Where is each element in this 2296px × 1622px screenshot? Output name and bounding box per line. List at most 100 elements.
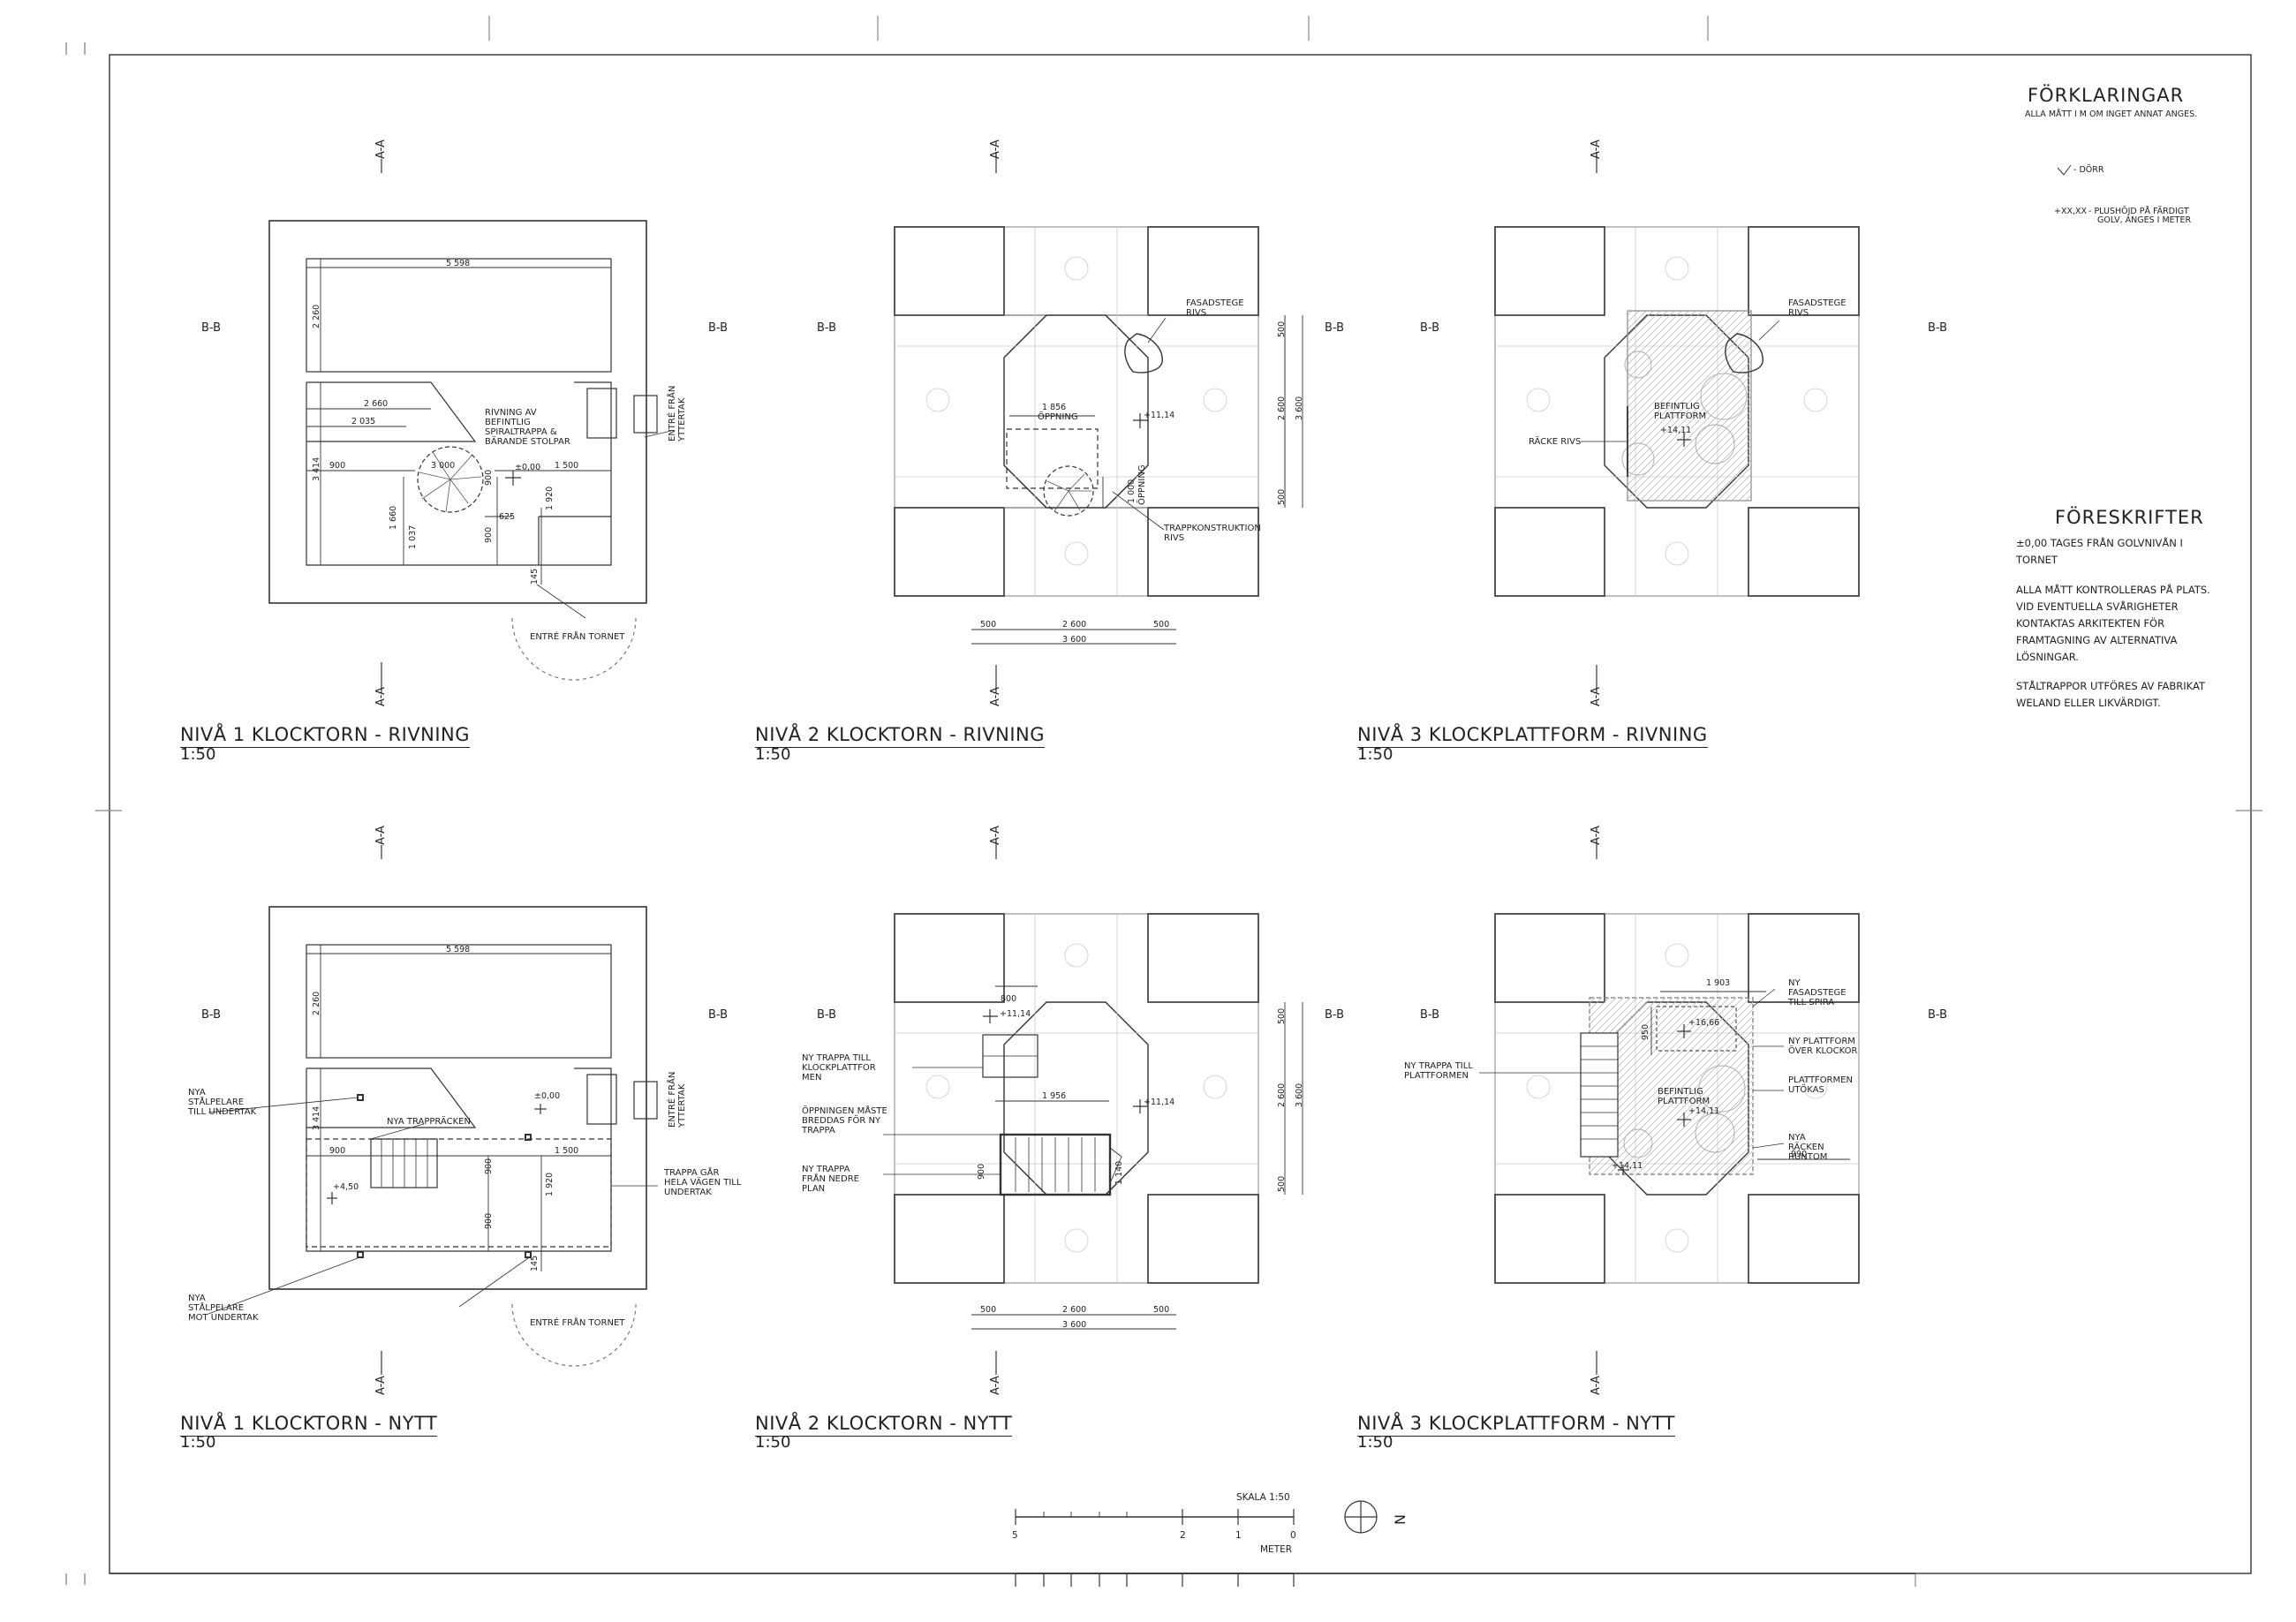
- section-mark-b: B-B: [1420, 321, 1440, 335]
- dimension: 800: [1001, 994, 1017, 1004]
- plan-scale-1: 1:50: [180, 745, 216, 764]
- dimension: 3 414: [312, 456, 321, 481]
- door-symbol-icon: [2057, 164, 2072, 176]
- label-new-railings: NYA RÄCKEN RUNTOM: [1788, 1133, 1828, 1162]
- dimension: 2 260: [312, 304, 321, 328]
- section-mark-a: A-A: [1590, 140, 1603, 159]
- label-new-stair-platform: NY TRAPPA TILL KLOCKPLATTFOR MEN: [802, 1053, 876, 1083]
- label-platform-extended: PLATTFORMEN UTÖKAS: [1788, 1075, 1853, 1095]
- dimension: 1 920: [545, 1172, 555, 1196]
- scale-label: SKALA 1:50: [1236, 1492, 1290, 1503]
- plan-scale-3: 1:50: [1357, 745, 1393, 764]
- plan-scale-4: 1:50: [180, 1433, 216, 1452]
- dimension: 900: [329, 461, 346, 471]
- label-new-stair-lower: NY TRAPPA FRÅN NEDRE PLAN: [802, 1165, 859, 1194]
- label-existing-platform: BEFINTLIG PLATTFORM: [1654, 402, 1707, 421]
- label-entrance-roof: ENTRÉ FRÅN YTTERTAK: [668, 385, 687, 441]
- section-mark-a: A-A: [1590, 1376, 1603, 1395]
- dimension: 500: [1153, 1305, 1170, 1315]
- level-mark: +14,11: [1688, 1106, 1720, 1116]
- dimension: 3 600: [1062, 635, 1087, 645]
- plan-title-5: NIVÅ 2 KLOCKTORN - NYTT: [755, 1413, 1013, 1437]
- legend-heading: FÖRKLARINGAR: [2028, 85, 2185, 106]
- dimension: 900: [484, 1158, 494, 1174]
- level-mark: +11,14: [1000, 1009, 1031, 1019]
- label-new-stair-platform: NY TRAPPA TILL PLATTFORMEN: [1404, 1061, 1473, 1081]
- dimension: 625: [499, 512, 516, 522]
- dimension: 2 660: [364, 399, 389, 409]
- dimension: 145: [530, 1255, 540, 1271]
- scale-unit: METER: [1260, 1544, 1293, 1555]
- section-mark-a: A-A: [989, 687, 1002, 706]
- plan-title-2: NIVÅ 2 KLOCKTORN - RIVNING: [755, 724, 1046, 748]
- dimension: 950: [1641, 1023, 1650, 1040]
- label-opening-widen: ÖPPNINGEN MÅSTE BREDDAS FÖR NY TRAPPA: [802, 1106, 887, 1135]
- dimension: 500: [1277, 1007, 1287, 1024]
- dimension: 2 600: [1277, 396, 1287, 420]
- scale-tick-label: 0: [1290, 1530, 1296, 1541]
- dimension: 500: [1277, 321, 1287, 337]
- scale-tick-label: 2: [1180, 1530, 1186, 1541]
- plan-level2-new: [883, 839, 1303, 1375]
- dimension: 2 600: [1062, 1305, 1087, 1315]
- dimension: 1 856: [1042, 403, 1067, 412]
- plan-title-1: NIVÅ 1 KLOCKTORN - RIVNING: [180, 724, 471, 748]
- label-facade-ladder: FASADSTEGE RIVS: [1186, 298, 1244, 318]
- section-mark-a: A-A: [374, 826, 388, 845]
- dimension: 145: [530, 568, 540, 585]
- label-new-stair-railings: NYA TRAPPRÄCKEN: [387, 1117, 471, 1127]
- dimension: 2 035: [351, 417, 376, 426]
- label-new-facade-ladder: NY FASADSTEGE TILL SPIRA: [1788, 978, 1847, 1007]
- label-new-platform: NY PLATTFORM ÖVER KLOCKOR: [1788, 1037, 1858, 1056]
- label-stair-to-roof: TRAPPA GÅR HELA VÄGEN TILL UNDERTAK: [664, 1168, 742, 1197]
- dimension: 900: [329, 1146, 346, 1156]
- dimension: 500: [980, 1305, 997, 1315]
- legend-height-text-1: - PLUSHÖJD PÅ FÄRDIGT: [2088, 207, 2189, 216]
- section-mark-b: B-B: [1325, 1008, 1345, 1022]
- plan-level3-demolition: [1494, 152, 1860, 689]
- dimension: 5 598: [446, 259, 471, 268]
- section-mark-b: B-B: [201, 321, 222, 335]
- specs-note-3: STÅLTRAPPOR UTFÖRES AV FABRIKAT WELAND E…: [2016, 680, 2206, 709]
- section-mark-a: A-A: [374, 140, 388, 159]
- label-railing-demolition: RÄCKE RIVS: [1529, 437, 1582, 447]
- dimension: 1 920: [545, 486, 555, 510]
- dimension: 500: [1277, 488, 1287, 505]
- dimension: 3 414: [312, 1105, 321, 1130]
- specs-note-1: ±0,00 TAGES FRÅN GOLVNIVÅN I TORNET: [2016, 537, 2183, 566]
- plan-title-4: NIVÅ 1 KLOCKTORN - NYTT: [180, 1413, 438, 1437]
- dimension: 1 500: [555, 1146, 579, 1156]
- scale-tick-label: 1: [1235, 1530, 1242, 1541]
- section-mark-a: A-A: [989, 140, 1002, 159]
- label-existing-platform: BEFINTLIG PLATTFORM: [1658, 1087, 1711, 1106]
- dimension: 1 500: [555, 461, 579, 471]
- section-mark-b: B-B: [201, 1008, 222, 1022]
- plan-scale-5: 1:50: [755, 1433, 791, 1452]
- north-arrow-icon: [1344, 1500, 1378, 1534]
- dimension: 500: [980, 620, 997, 630]
- legend-height-symbol: +XX,XX: [2054, 207, 2088, 216]
- section-mark-b: B-B: [1420, 1008, 1440, 1022]
- dimension: 1 000: [1127, 479, 1137, 503]
- dimension: 5 598: [446, 945, 471, 954]
- label-new-columns-top: NYA STÅLPELARE TILL UNDERTAK: [188, 1088, 257, 1117]
- dimension: 500: [1153, 620, 1170, 630]
- north-label: N: [1392, 1514, 1409, 1525]
- plan-level2-demolition: [894, 152, 1303, 689]
- dimension: 500: [1277, 1175, 1287, 1192]
- plan-scale-2: 1:50: [755, 745, 791, 764]
- scale-bar: [1015, 1509, 1295, 1587]
- label-opening-vertical: ÖPPNING: [1137, 464, 1147, 505]
- label-new-columns-bottom: NYA STÅLPELARE MOT UNDERTAK: [188, 1294, 259, 1323]
- dimension: 900: [484, 1212, 494, 1229]
- specs-note-2: ALLA MÅTT KONTROLLERAS PÅ PLATS. VID EVE…: [2016, 584, 2210, 663]
- legend-height-text-2: GOLV, ANGES I METER: [2097, 215, 2192, 225]
- level-mark: +14,11: [1612, 1161, 1643, 1171]
- plan-level3-new: [1479, 839, 1860, 1375]
- specs-heading: FÖRESKRIFTER: [2055, 507, 2204, 528]
- dimension: 900: [484, 469, 494, 486]
- dimension: 1 956: [1042, 1091, 1067, 1101]
- dimension: 2 260: [312, 991, 321, 1015]
- legend-door-text: - DÖRR: [2073, 165, 2104, 175]
